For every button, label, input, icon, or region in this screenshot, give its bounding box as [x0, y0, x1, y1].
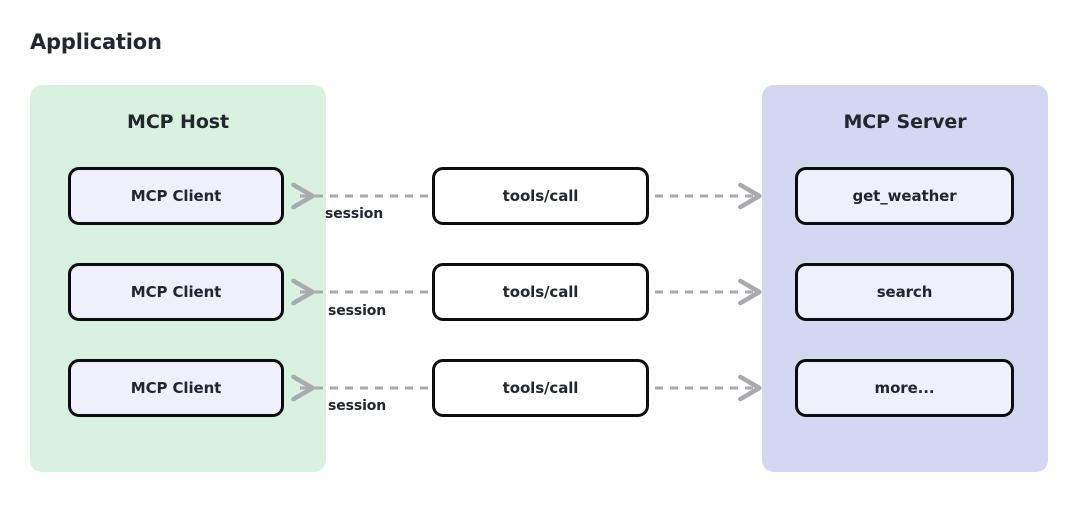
page-title: Application: [30, 30, 162, 54]
node-mcp-client-2[interactable]: MCP Client: [68, 263, 284, 321]
node-tools-call-3[interactable]: tools/call: [432, 359, 649, 417]
node-mcp-client-3[interactable]: MCP Client: [68, 359, 284, 417]
node-mcp-client-1[interactable]: MCP Client: [68, 167, 284, 225]
edge-label-session-3: session: [328, 398, 387, 414]
panel-host-title: MCP Host: [127, 111, 229, 133]
node-capability-get-weather[interactable]: get_weather: [795, 167, 1014, 225]
node-tools-call-1[interactable]: tools/call: [432, 167, 649, 225]
node-capability-search[interactable]: search: [795, 263, 1014, 321]
edge-label-session-2: session: [328, 303, 387, 319]
panel-server-title: MCP Server: [843, 111, 967, 133]
node-tools-call-2[interactable]: tools/call: [432, 263, 649, 321]
node-capability-more[interactable]: more...: [795, 359, 1014, 417]
edge-label-session-1: session: [325, 206, 384, 222]
